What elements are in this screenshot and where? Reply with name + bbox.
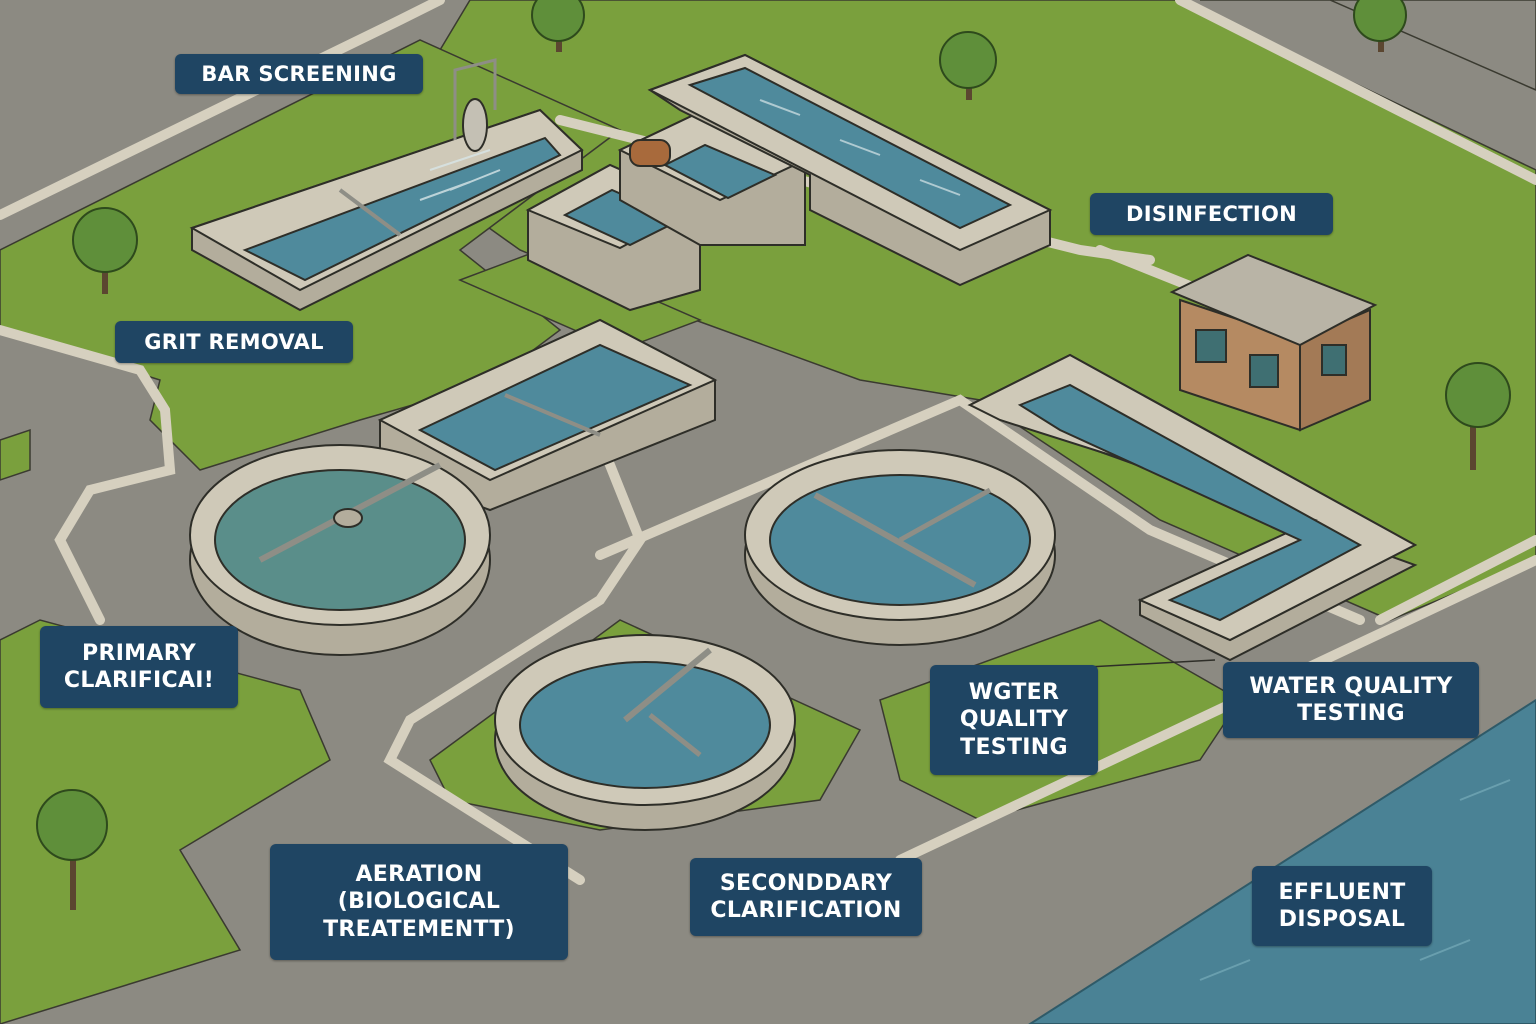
label-text: GRIT REMOVAL: [144, 329, 324, 354]
label-aeration: AERATION (BIOLOGICAL TREATEMENTT): [270, 844, 568, 960]
secondary-clarifier: [744, 449, 1056, 646]
label-primary-clarification: PRIMARY CLARIFICAI!: [40, 626, 238, 708]
tree-icon: [1353, 0, 1407, 52]
label-text: CLARIFICATION: [710, 898, 902, 923]
label-text: TESTING: [1297, 701, 1405, 726]
label-text: (BIOLOGICAL: [337, 889, 501, 915]
label-text: DISINFECTION: [1125, 201, 1298, 226]
control-building: [1169, 253, 1378, 432]
effluent-channel: [967, 353, 1418, 662]
label-text: BAR SCREENING: [201, 61, 397, 86]
label-text: QUALITY: [959, 707, 1069, 733]
label-text: PRIMARY: [82, 640, 196, 666]
label-effluent-disposal: EFFLUENT DISPOSAL: [1252, 866, 1432, 946]
connecting-basin: [377, 318, 718, 512]
aeration-basin: [494, 634, 796, 831]
label-water-quality-testing-left: WGTER QUALITY TESTING: [930, 665, 1098, 775]
tree-icon: [72, 207, 138, 294]
bar-screening-channel: [189, 58, 584, 312]
primary-clarifier: [189, 444, 491, 656]
tree-icon: [531, 0, 585, 52]
label-text: TREATEMENTT): [323, 916, 515, 942]
label-secondary-clarification: SECONDDARY CLARIFICATION: [690, 858, 922, 936]
tree-icon: [1445, 362, 1511, 470]
label-text: WATER QUALITY: [1249, 673, 1453, 699]
label-text: SECONDDARY: [719, 870, 893, 896]
label-text: EFFLUENT: [1278, 879, 1406, 905]
label-text: AERATION: [355, 861, 483, 887]
label-text: DISPOSAL: [1278, 907, 1406, 932]
label-text: WGTER: [968, 679, 1060, 705]
tree-icon: [36, 789, 108, 910]
label-bar-screening: BAR SCREENING: [175, 54, 423, 94]
label-disinfection: DISINFECTION: [1090, 193, 1333, 235]
trees: [36, 0, 1511, 910]
label-text: TESTING: [960, 734, 1068, 760]
label-grit-removal: GRIT REMOVAL: [115, 321, 353, 363]
disinfection-channel: [647, 53, 1053, 287]
tree-icon: [939, 31, 997, 100]
label-water-quality-testing-right: WATER QUALITY TESTING: [1223, 662, 1479, 738]
label-text: CLARIFICAI!: [63, 668, 215, 693]
